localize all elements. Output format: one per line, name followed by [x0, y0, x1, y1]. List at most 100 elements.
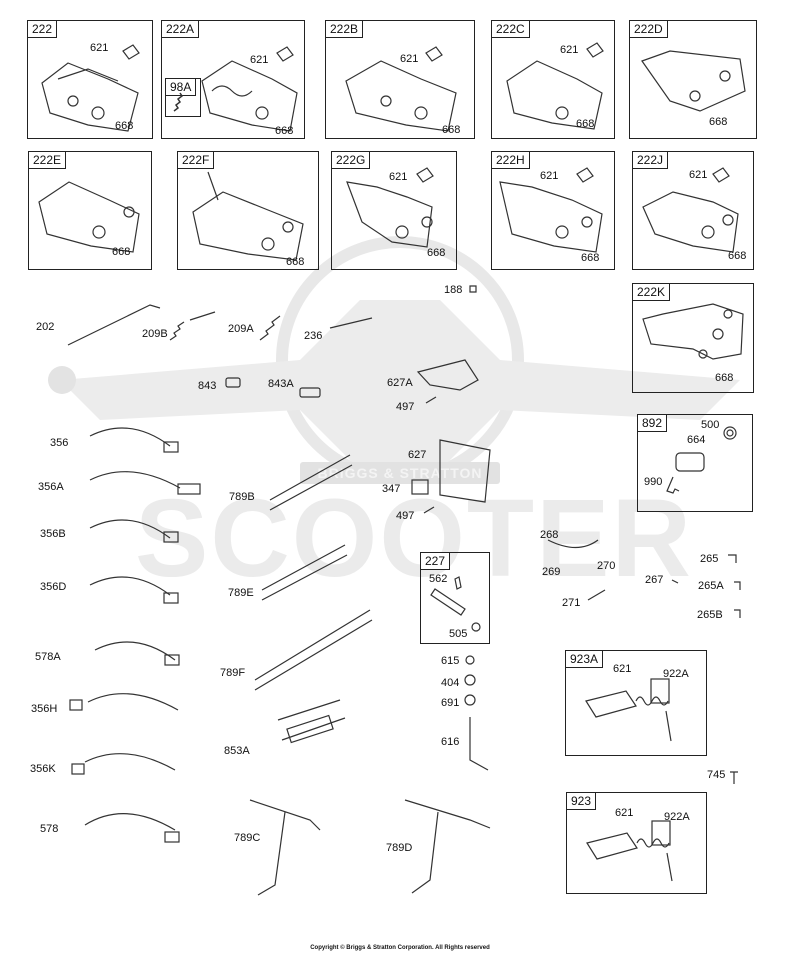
- part-621: 621: [389, 171, 408, 183]
- part-578A: 578A: [35, 651, 61, 663]
- part-668: 668: [581, 252, 600, 264]
- part-621: 621: [250, 54, 269, 66]
- part-578: 578: [40, 823, 59, 835]
- part-621: 621: [613, 663, 632, 675]
- part-562: 562: [429, 573, 448, 585]
- governor-bracket-drawing: [41, 44, 140, 132]
- part-789D: 789D: [386, 842, 413, 854]
- part-843A: 843A: [268, 378, 294, 390]
- box-222D: 222D 668: [629, 20, 757, 139]
- box-222B: 222B 621 668: [325, 20, 475, 139]
- part-356H: 356H: [31, 703, 58, 715]
- part-843: 843: [198, 380, 217, 392]
- box-tag: 923A: [566, 651, 604, 668]
- part-621: 621: [400, 53, 419, 65]
- governor-bracket-drawing: [345, 46, 457, 132]
- box-222: 222 621 668: [27, 20, 153, 139]
- part-505: 505: [449, 628, 468, 640]
- part-615: 615: [441, 655, 460, 667]
- box-222E: 222E 668: [28, 151, 152, 270]
- box-222J: 222J 621 668: [632, 151, 754, 270]
- part-990: 990: [644, 476, 663, 488]
- box-tag: 222F: [178, 152, 215, 169]
- part-668: 668: [275, 125, 294, 137]
- part-209B: 209B: [142, 328, 168, 340]
- box-222A: 222A 621 668: [161, 20, 305, 139]
- part-621: 621: [615, 807, 634, 819]
- box-222C: 222C 621 668: [491, 20, 615, 139]
- part-668: 668: [286, 256, 305, 268]
- box-222K: 222K 668: [632, 283, 754, 393]
- box-923A: 923A 621 922A: [565, 650, 707, 756]
- part-668: 668: [576, 118, 595, 130]
- copyright-text: Copyright © Briggs & Stratton Corporatio…: [310, 945, 490, 951]
- part-621: 621: [90, 42, 109, 54]
- part-789E: 789E: [228, 587, 254, 599]
- part-668: 668: [709, 116, 728, 128]
- part-627: 627: [408, 449, 427, 461]
- part-745: 745: [707, 769, 726, 781]
- lever-spring-drawing: [586, 820, 673, 882]
- watermark-badge-shape: [300, 462, 500, 484]
- part-853A: 853A: [224, 745, 250, 757]
- part-668: 668: [427, 247, 446, 259]
- box-tag: 222B: [326, 21, 364, 38]
- governor-bracket-drawing: [346, 167, 434, 248]
- part-789C: 789C: [234, 832, 261, 844]
- part-668: 668: [112, 246, 131, 258]
- link-drawing: [430, 576, 481, 632]
- box-tag: 222J: [633, 152, 669, 169]
- part-789B: 789B: [229, 491, 255, 503]
- part-621: 621: [689, 169, 708, 181]
- box-227: 227 562 505: [420, 552, 490, 644]
- governor-bracket-drawing: [192, 171, 304, 261]
- part-497: 497: [396, 401, 415, 413]
- box-222H: 222H 621 668: [491, 151, 615, 270]
- part-922A: 922A: [663, 668, 689, 680]
- part-621: 621: [560, 44, 579, 56]
- part-922A: 922A: [664, 811, 690, 823]
- part-356K: 356K: [30, 763, 56, 775]
- part-691: 691: [441, 697, 460, 709]
- box-tag: 222E: [29, 152, 67, 169]
- part-209A: 209A: [228, 323, 254, 335]
- part-236: 236: [304, 330, 323, 342]
- part-356A: 356A: [38, 481, 64, 493]
- box-tag: 222H: [492, 152, 530, 169]
- box-222G: 222G 621 668: [331, 151, 457, 270]
- part-202: 202: [36, 321, 55, 333]
- part-664: 664: [687, 434, 706, 446]
- part-616: 616: [441, 736, 460, 748]
- part-270: 270: [597, 560, 616, 572]
- part-497: 497: [396, 510, 415, 522]
- box-tag: 222C: [492, 21, 530, 38]
- box-tag: 222: [28, 21, 58, 38]
- part-668: 668: [442, 124, 461, 136]
- governor-bracket-drawing: [201, 46, 298, 132]
- part-621: 621: [540, 170, 559, 182]
- box-892: 892 500 664 990: [637, 414, 753, 512]
- part-500: 500: [701, 419, 720, 431]
- box-tag: 222G: [332, 152, 371, 169]
- part-668: 668: [715, 372, 734, 384]
- part-356B: 356B: [40, 528, 66, 540]
- governor-bracket-drawing: [642, 167, 739, 253]
- lever-spring-drawing: [585, 678, 672, 742]
- bracket-drawing: [641, 50, 746, 112]
- part-347: 347: [382, 483, 401, 495]
- part-267: 267: [645, 574, 664, 586]
- part-269: 269: [542, 566, 561, 578]
- part-789F: 789F: [220, 667, 246, 679]
- spring-drawing: [173, 92, 184, 112]
- bracket-drawing: [642, 303, 744, 360]
- part-356: 356: [50, 437, 69, 449]
- box-tag: 923: [567, 793, 597, 810]
- governor-bracket-drawing: [506, 42, 604, 130]
- watermark-text: SCOOTER: [135, 477, 693, 600]
- part-271: 271: [562, 597, 581, 609]
- box-98A: 98A: [165, 78, 201, 117]
- part-265: 265: [700, 553, 719, 565]
- box-tag: 222A: [162, 21, 200, 38]
